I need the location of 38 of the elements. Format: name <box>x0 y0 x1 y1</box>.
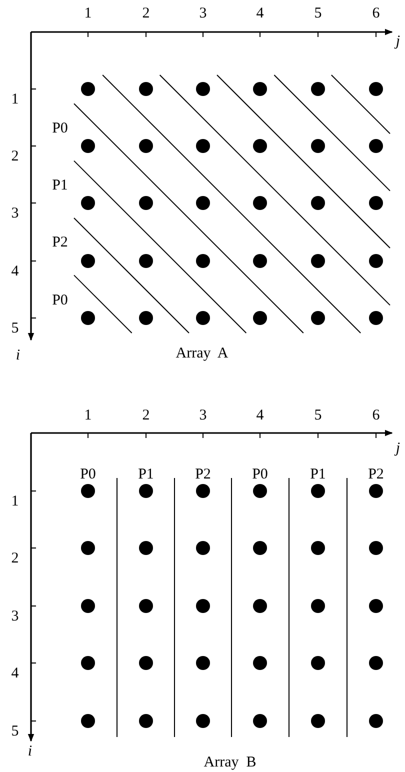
axis-label: i <box>28 744 32 760</box>
column-number: 3 <box>199 6 207 22</box>
processor-label: P2 <box>195 468 211 482</box>
processor-label: P2 <box>368 468 384 482</box>
processor-label: P1 <box>138 468 154 482</box>
column-number: 3 <box>199 408 207 424</box>
axis-label: i <box>16 348 20 364</box>
processor-label: P0 <box>252 468 268 482</box>
row-number: 1 <box>11 92 19 108</box>
array-caption: Array B <box>204 756 256 770</box>
row-number: 2 <box>11 150 19 164</box>
row-number: 5 <box>11 724 19 740</box>
column-number: 4 <box>256 6 264 22</box>
array-caption: Array A <box>176 346 228 362</box>
processor-label: P0 <box>52 294 68 308</box>
column-number: 1 <box>84 6 92 22</box>
axis-label: j <box>396 442 400 456</box>
row-number: 3 <box>11 206 19 222</box>
column-number: 6 <box>372 6 380 22</box>
column-number: 1 <box>84 408 92 424</box>
processor-label: P1 <box>52 178 68 194</box>
column-number: 5 <box>314 408 322 424</box>
processor-label: P2 <box>52 236 68 250</box>
axis-label: j <box>396 34 400 50</box>
column-number: 4 <box>256 408 264 424</box>
processor-label: P0 <box>80 468 96 482</box>
processor-label: P1 <box>310 468 326 482</box>
column-number: 2 <box>142 6 150 22</box>
processor-label: P0 <box>52 122 68 136</box>
row-number: 1 <box>11 494 19 510</box>
row-number: 3 <box>11 610 19 624</box>
row-number: 2 <box>11 552 19 566</box>
row-number: 5 <box>11 322 19 336</box>
column-number: 6 <box>372 408 380 424</box>
column-number: 5 <box>314 6 322 22</box>
row-number: 4 <box>11 666 19 682</box>
row-number: 4 <box>11 264 19 280</box>
column-number: 2 <box>142 408 150 424</box>
